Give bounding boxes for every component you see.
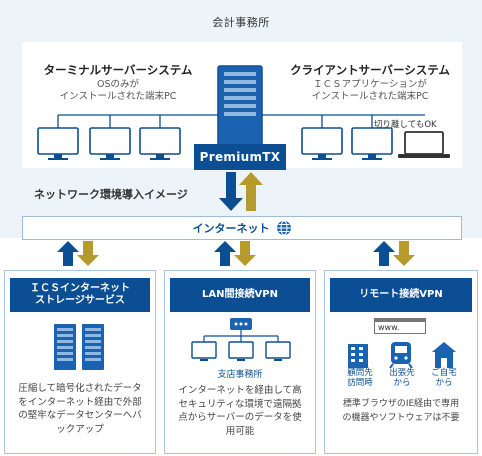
router-icon (230, 318, 252, 330)
internet-label: インターネット (192, 222, 270, 235)
storage-header-line1: ＩＣＳインターネット (30, 283, 130, 294)
network-heading: ネットワーク環境導入イメージ (34, 188, 188, 201)
remote-label-client: 顧問先 訪問時 (340, 368, 380, 388)
storage-desc-line: の堅牢なデータセンターへバ (18, 410, 142, 421)
lan-desc-line: インターネットを経由して高 (178, 385, 302, 396)
terminal-system-title: ターミナルサーバーシステム (43, 63, 193, 77)
terminal-system-subtitle: OSのみが インストールされた端末PC (34, 79, 202, 103)
arrows-lan-vpn-icon (214, 241, 256, 266)
storage-service-header: ＩＣＳインターネット ストレージサービス (10, 278, 150, 312)
service-arrows (57, 241, 415, 266)
remote-locations-icon (348, 342, 456, 368)
remote-desc-line: の機器やソフトウェアは不要 (342, 412, 460, 423)
browser-window-icon: www. (374, 318, 426, 334)
storage-desc-line: 圧縮して暗号化されたデータ (18, 383, 142, 394)
branch-network-icon (191, 318, 291, 361)
arrows-remote-vpn-icon (373, 241, 415, 266)
office-network-graphic (37, 65, 450, 211)
laptop-icon (398, 131, 450, 158)
remote-label-line: ご自宅 (431, 368, 457, 378)
remote-label-line: 顧問先 (347, 368, 373, 378)
client-system-subtitle: ＩＣＳアプリケーションが インストールされた端末PC (278, 79, 462, 103)
office-building-icon (348, 344, 368, 368)
storage-header-line2: ストレージサービス (35, 295, 125, 306)
terminal-subtitle-line1: OSのみが (96, 79, 139, 90)
client-system-title: クライアントサーバーシステム (290, 63, 450, 77)
office-title: 会計事務所 (212, 16, 270, 29)
lan-desc-line: セキュリティな環境で遠隔拠 (178, 398, 302, 410)
storage-description: 圧縮して暗号化されたデータ をインターネット経由で外部 の堅牢なデータセンターへ… (8, 382, 152, 436)
remote-label-trip: 出張先 から (382, 368, 422, 388)
branch-pc-icon (191, 341, 291, 359)
remote-desc-line: 標準ブラウザのIE経由で専用 (342, 399, 460, 409)
storage-desc-line: ックアップ (56, 423, 104, 435)
browser-url: www. (378, 323, 400, 332)
lan-desc-line: 用可能 (225, 425, 255, 437)
offline-label: 切り離してもOK (374, 120, 437, 130)
branch-label: 支店事務所 (217, 370, 263, 380)
remote-label-line: から (435, 378, 453, 388)
remote-label-line: 訪問時 (347, 378, 373, 388)
remote-vpn-header: リモート接続VPN (330, 278, 472, 312)
storage-desc-line: をインターネット経由で外部 (18, 396, 142, 408)
remote-label-line: から (393, 378, 411, 388)
terminal-subtitle-line2: インストールされた端末PC (59, 91, 177, 102)
globe-icon (276, 220, 291, 236)
server-arrows-icon (219, 172, 263, 211)
browser-bar (375, 319, 425, 322)
lan-desc-line: 点からサーバーのデータを使 (178, 412, 302, 423)
terminal-pc-icon (37, 127, 393, 155)
house-icon (432, 342, 456, 368)
remote-label-line: 出張先 (389, 368, 415, 378)
client-subtitle-line1: ＩＣＳアプリケーションが (313, 79, 427, 90)
remote-vpn-description: 標準ブラウザのIE経由で専用 の機器やソフトウェアは不要 (326, 398, 476, 425)
server-icon (217, 65, 263, 147)
lan-vpn-description: インターネットを経由して高 セキュリティな環境で遠隔拠 点からサーバーのデータを… (168, 384, 312, 438)
client-subtitle-line2: インストールされた端末PC (311, 91, 429, 102)
arrows-storage-icon (57, 241, 99, 266)
train-icon (389, 342, 413, 368)
lan-vpn-header: LAN間接続VPN (170, 278, 310, 312)
data-center-icon (54, 324, 104, 370)
premiumtx-label: PremiumTX (194, 144, 286, 170)
internet-bar: インターネット (22, 216, 462, 240)
remote-label-home: ご自宅 から (424, 368, 464, 388)
